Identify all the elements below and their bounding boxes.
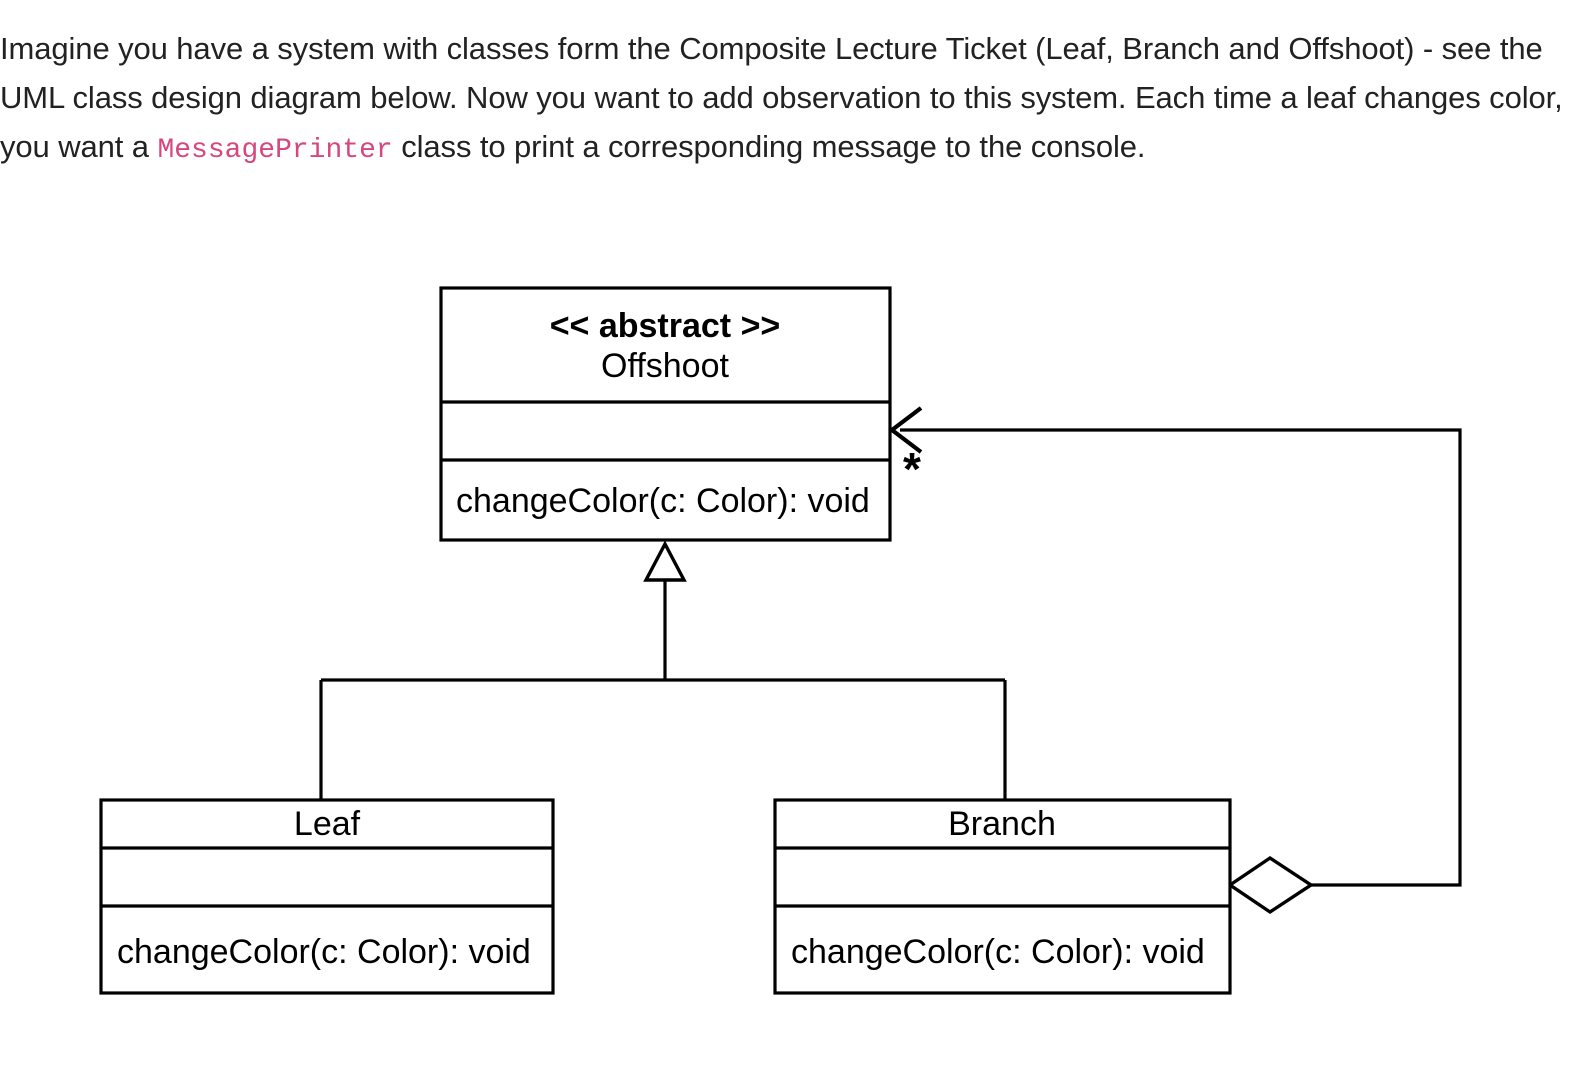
aggregation-line	[900, 428, 1462, 887]
open-arrowhead-icon	[888, 406, 923, 454]
relation-generalization-tree	[319, 540, 1007, 800]
class-box-offshoot-outline	[439, 286, 892, 542]
class-branch-method-0: changeColor(c: Color): void	[791, 933, 1205, 971]
prompt-text-part-2: class to print a corresponding message t…	[392, 129, 1146, 164]
generalization-triangle-icon	[643, 540, 687, 582]
multiplicity-star-label: *	[903, 443, 921, 495]
class-branch-name: Branch	[948, 805, 1056, 843]
aggregation-diamond-icon	[1226, 855, 1315, 915]
class-box-leaf[interactable]: Leaf changeColor(c: Color): void	[99, 798, 555, 995]
class-leaf-name: Leaf	[294, 805, 361, 843]
prompt-text-part-1: Imagine you have a system with classes f…	[0, 31, 1563, 164]
class-leaf-method-0: changeColor(c: Color): void	[117, 933, 531, 971]
class-box-leaf-outline	[99, 798, 555, 995]
prompt-paragraph: Imagine you have a system with classes f…	[0, 24, 1568, 175]
class-box-branch[interactable]: Branch changeColor(c: Color): void	[773, 798, 1232, 995]
relation-branch-aggregates-offshoot: *	[888, 406, 1462, 915]
class-box-offshoot[interactable]: << abstract >> Offshoot changeColor(c: C…	[439, 286, 892, 542]
class-box-branch-outline	[773, 798, 1232, 995]
class-offshoot-method-0: changeColor(c: Color): void	[456, 482, 870, 520]
generalization-lines	[319, 578, 1007, 800]
class-offshoot-name: Offshoot	[601, 347, 729, 385]
class-offshoot-stereotype: << abstract >>	[550, 307, 781, 345]
code-term-message-printer: MessagePrinter	[157, 135, 393, 166]
